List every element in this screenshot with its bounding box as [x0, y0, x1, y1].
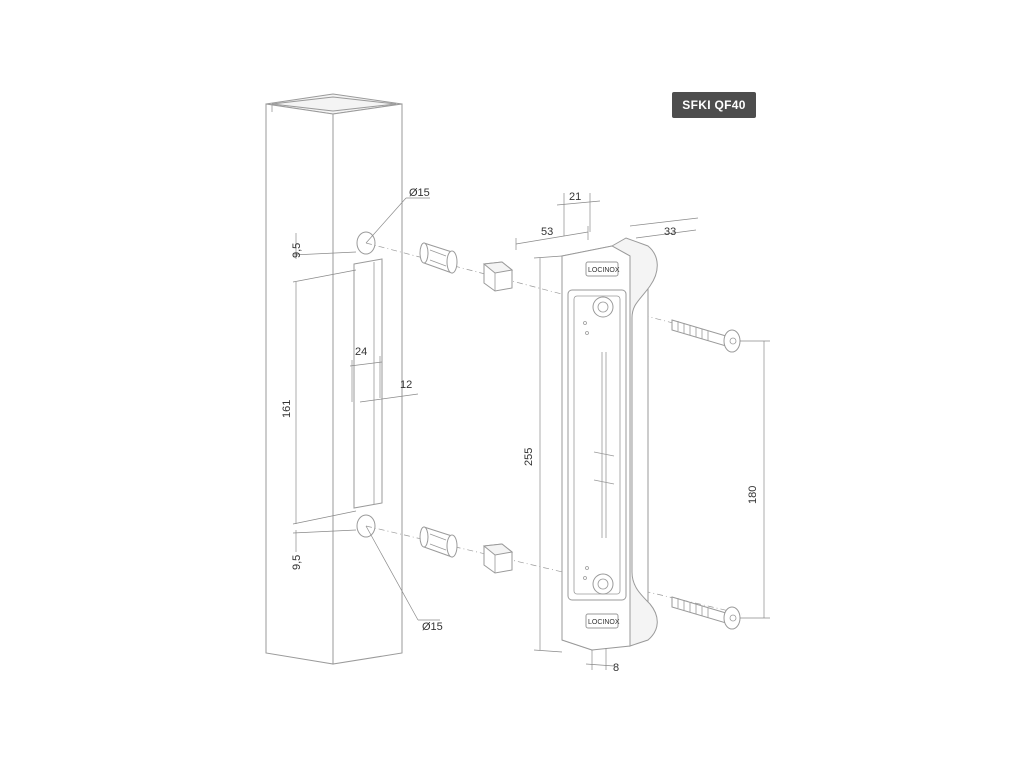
insert-sleeve-top — [419, 242, 458, 274]
post-slot — [353, 258, 383, 509]
dim-offset-bottom: 9,5 — [291, 555, 303, 570]
keep-screw-hole-bottom — [592, 573, 614, 595]
keep-brand-bottom: LOCINOX — [588, 619, 620, 626]
dim-keep-height: 255 — [523, 448, 535, 466]
insert-sleeve-bottom — [419, 526, 458, 558]
dim-keep-inner: 21 — [569, 191, 581, 203]
screw-top — [671, 319, 741, 353]
dim-keep-thickness: 8 — [613, 662, 619, 674]
post-dimension-lines — [292, 197, 440, 621]
keep-dimension-lines — [515, 193, 770, 670]
dim-slot-width: 24 — [355, 346, 367, 358]
dim-hole-bottom-diameter: Ø15 — [422, 621, 443, 633]
lock-keep — [561, 237, 658, 651]
keep-brand-top: LOCINOX — [588, 267, 620, 274]
dim-hole-top-diameter: Ø15 — [409, 187, 430, 199]
dim-screw-spacing: 180 — [747, 486, 759, 504]
dim-keep-width: 53 — [541, 226, 553, 238]
dim-slot-half: 12 — [400, 379, 412, 391]
dim-offset-top: 9,5 — [291, 243, 303, 258]
keep-screw-hole-top — [592, 296, 614, 318]
insert-nut-bottom — [482, 543, 514, 574]
screw-bottom — [671, 596, 741, 630]
product-code-badge: SFKI QF40 — [672, 92, 756, 118]
dim-slot-length: 161 — [281, 400, 293, 418]
axis-lines — [365, 242, 743, 615]
insert-nut-top — [482, 261, 514, 292]
dim-keep-depth: 33 — [664, 226, 676, 238]
